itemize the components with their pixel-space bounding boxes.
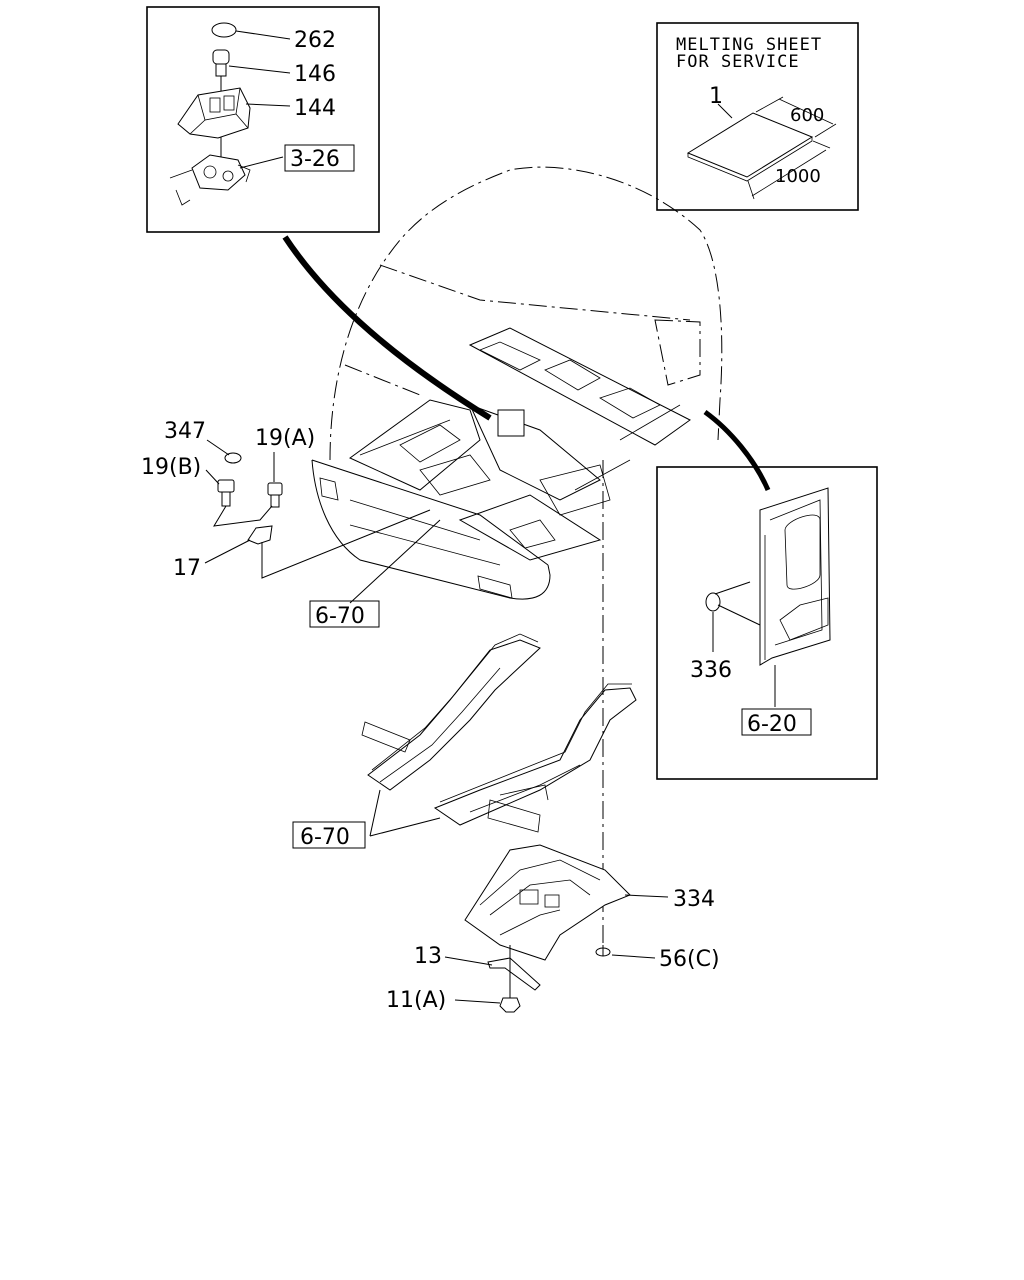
melting-sheet-item-number: 1 [709,84,723,109]
callout-144: 144 [294,96,336,121]
dimension-1000: 1000 [775,166,821,187]
callout-336: 336 [690,658,732,683]
right-inset-pointer-arrow [703,409,771,491]
knob-146-shape [212,49,230,77]
cab-floor-panel [349,327,691,561]
callout-19a: 19(A) [255,426,315,451]
cover-144-shape [177,87,251,139]
inset-pointer-arrow [282,235,492,421]
callout-262: 262 [294,28,336,53]
callout-146: 146 [294,62,336,87]
fastener-56c-shape [595,945,611,957]
callout-17: 17 [173,556,201,581]
melting-sheet-title-line2: FOR SERVICE [676,52,800,72]
dimension-600: 600 [790,105,824,126]
cab-body-outline [311,166,723,600]
callout-3-26: 3-26 [290,147,340,172]
callout-19b: 19(B) [141,455,201,480]
nut-11a-shape [499,997,521,1013]
bolt-19a-shape [267,482,283,508]
inset-melting-sheet: MELTING SHEET FOR SERVICE 1 600 1000 [656,22,859,211]
bracket-17-shape [247,525,273,545]
left-small-parts: 347 19(B) 19(A) 17 [141,419,431,581]
callout-6-70-top: 6-70 [315,604,365,629]
floor-cover-334-shape [464,844,631,961]
inset-shift-console: 262 146 144 3-26 [146,6,380,233]
bracket-13-shape [487,945,541,998]
callout-56c: 56(C) [659,947,720,972]
shift-lever-on-floor [497,409,525,437]
cap-262-shape [211,22,237,38]
callout-6-20: 6-20 [747,712,797,737]
callout-6-70-bottom: 6-70 [300,825,350,850]
clip-347-shape [224,452,242,464]
melting-sheet-title-line1: MELTING SHEET [676,35,822,55]
plug-336-shape [705,592,721,612]
callout-334: 334 [673,887,715,912]
callout-347: 347 [164,419,206,444]
callout-11a: 11(A) [386,988,446,1013]
bolt-19b-shape [217,479,235,507]
inset-rear-panel: 336 6-20 [656,466,878,780]
linkage-3-26-shape [169,154,251,206]
callout-13: 13 [414,944,442,969]
frame-rails [361,633,637,833]
